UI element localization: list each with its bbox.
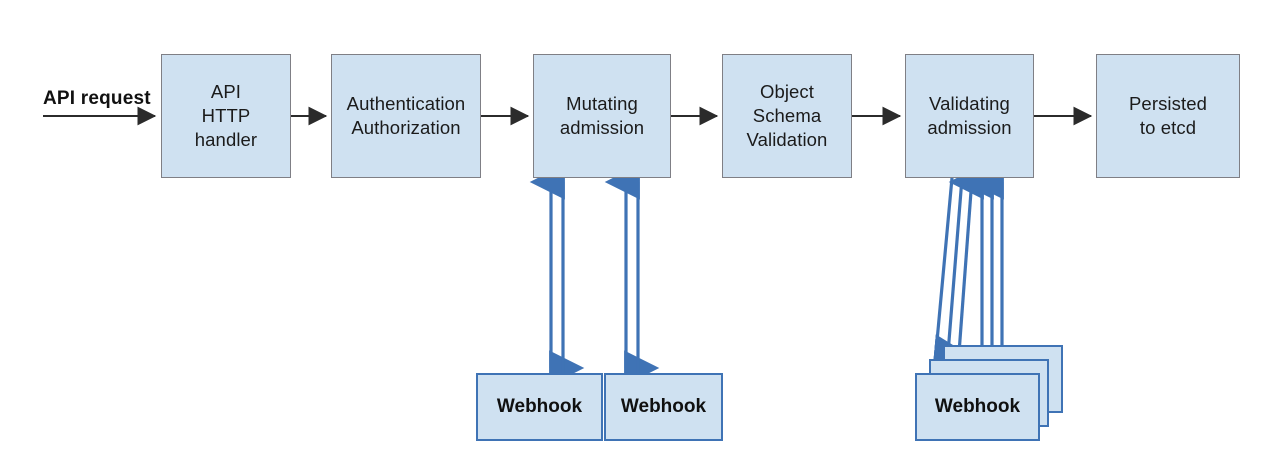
entry-label-api-request: API request [43,88,151,109]
node-mutating-admission[interactable]: Mutating admission [533,54,671,178]
connector-mutating-admission-to-mutating-webhook-2 [604,164,660,386]
node-authentication-label: Authentication Authorization [346,92,466,138]
node-mutating-admission-label: Mutating admission [559,92,645,138]
webhook-validating-stack-front[interactable]: Webhook [915,373,1040,441]
node-validating-admission[interactable]: Validating admission [905,54,1034,178]
webhook-mutating-2-label: Webhook [620,396,707,417]
node-persisted-to-etcd[interactable]: Persisted to etcd [1096,54,1240,178]
webhook-mutating-1-label: Webhook [496,396,583,417]
node-api-http-handler-label: API HTTP handler [194,80,258,151]
webhook-mutating-1[interactable]: Webhook [476,373,603,441]
webhook-validating-stack-front-label: Webhook [934,396,1021,417]
node-authentication[interactable]: Authentication Authorization [331,54,481,178]
connector-mutating-admission-to-mutating-webhook-1 [529,164,585,386]
node-validating-admission-label: Validating admission [927,92,1012,138]
node-object-schema-validation[interactable]: Object Schema Validation [722,54,852,178]
node-persisted-to-etcd-label: Persisted to etcd [1128,92,1208,138]
node-api-http-handler[interactable]: API HTTP handler [161,54,291,178]
node-object-schema-validation-label: Object Schema Validation [746,80,828,151]
webhook-mutating-2[interactable]: Webhook [604,373,723,441]
